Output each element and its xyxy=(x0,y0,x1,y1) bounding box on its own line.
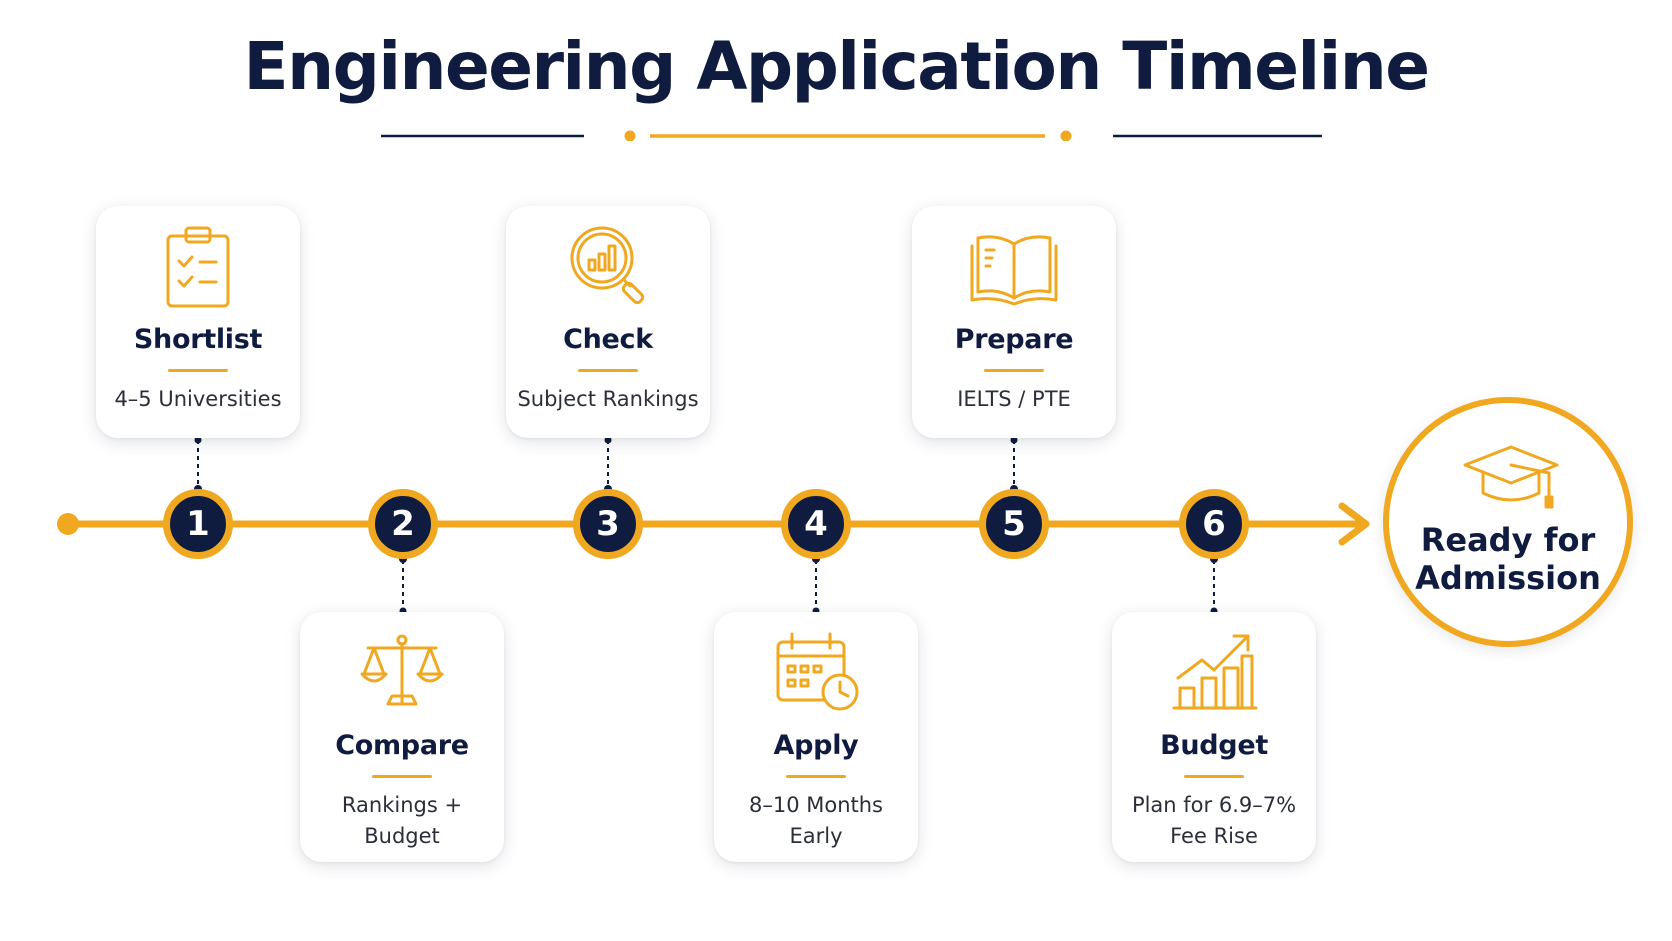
step-label: Budget xyxy=(1160,730,1268,761)
label-underline xyxy=(578,369,638,372)
step-card-shortlist: Shortlist 4–5 Universities xyxy=(96,206,300,438)
open-book-icon xyxy=(970,235,1058,306)
label-underline xyxy=(786,775,846,778)
label-underline xyxy=(984,369,1044,372)
title-divider xyxy=(381,130,1322,141)
graduation-cap-icon xyxy=(1463,445,1559,509)
step-card-check: Check Subject Rankings xyxy=(506,206,710,438)
step-description: IELTS / PTE xyxy=(957,387,1071,411)
step-card-prepare: Prepare IELTS / PTE xyxy=(912,206,1116,438)
step-node-4: 4 xyxy=(781,489,851,559)
label-underline xyxy=(168,369,228,372)
step-node-1: 1 xyxy=(163,489,233,559)
label-underline xyxy=(1184,775,1244,778)
clipboard-checklist-icon xyxy=(166,226,230,308)
rising-bar-chart-icon xyxy=(1172,634,1258,710)
page-title: Engineering Application Timeline xyxy=(243,28,1430,105)
step-card-budget: Budget Plan for 6.9–7% Fee Rise xyxy=(1112,612,1316,862)
goal-circle: Ready for Admission xyxy=(1383,397,1633,647)
step-card-apply: Apply 8–10 Months Early xyxy=(714,612,918,862)
step-description: Rankings + Budget xyxy=(341,793,463,848)
step-description: Plan for 6.9–7% Fee Rise xyxy=(1131,793,1297,848)
step-label: Apply xyxy=(773,730,859,761)
step-label: Compare xyxy=(335,730,469,761)
step-description: 8–10 Months Early xyxy=(748,793,884,848)
balance-scale-icon xyxy=(360,634,444,706)
label-underline xyxy=(372,775,432,778)
step-node-5: 5 xyxy=(979,489,1049,559)
magnifier-chart-icon xyxy=(570,226,645,305)
step-node-2: 2 xyxy=(368,489,438,559)
goal-label: Ready for Admission xyxy=(1415,521,1601,597)
step-label: Shortlist xyxy=(133,324,263,355)
calendar-clock-icon xyxy=(776,632,859,711)
step-label: Prepare xyxy=(954,324,1074,355)
step-description: Subject Rankings xyxy=(517,387,699,411)
step-label: Check xyxy=(563,324,653,355)
step-node-6: 6 xyxy=(1179,489,1249,559)
step-description: 4–5 Universities xyxy=(114,387,282,411)
step-card-compare: Compare Rankings + Budget xyxy=(300,612,504,862)
step-node-3: 3 xyxy=(573,489,643,559)
